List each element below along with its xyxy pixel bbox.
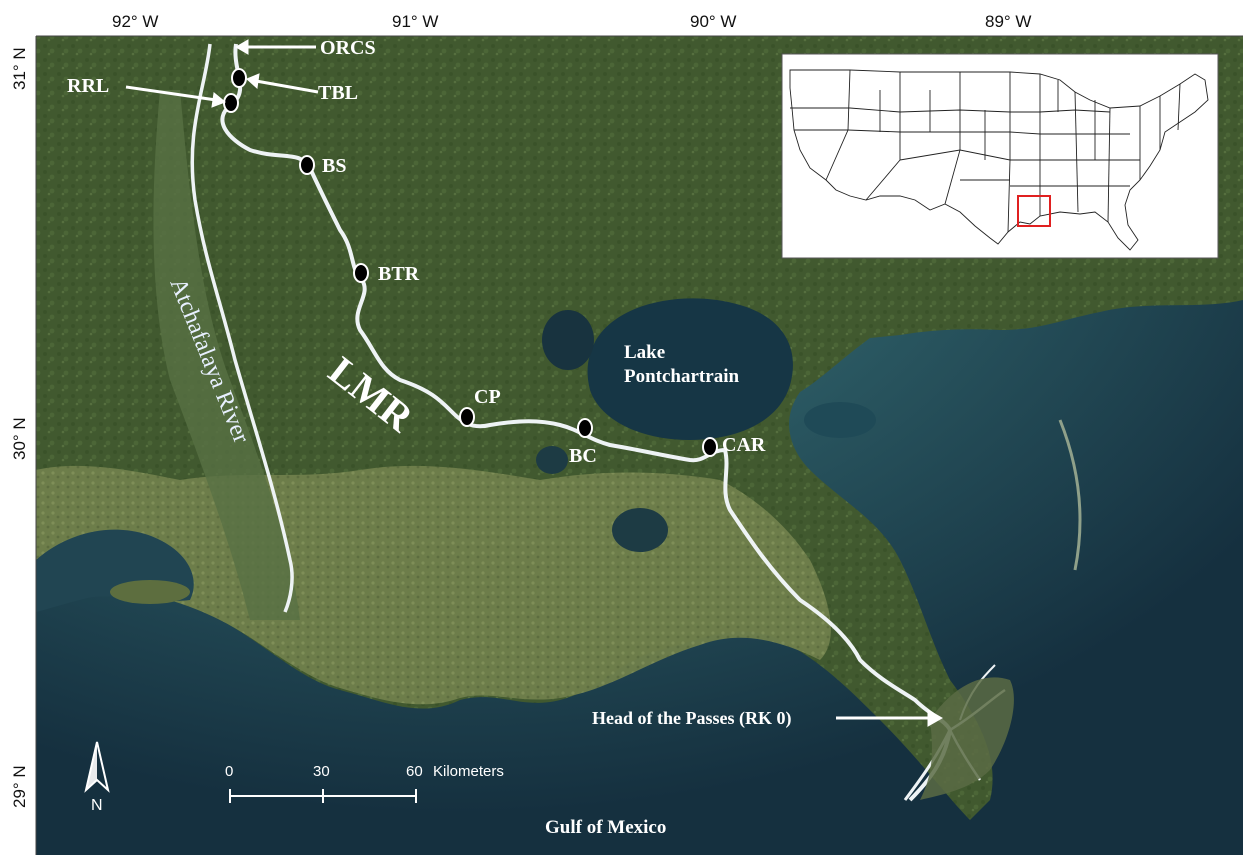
head-of-passes-label: Head of the Passes (RK 0): [592, 708, 791, 729]
mississippi-river: [220, 43, 952, 802]
usa-states-outline-icon: [789, 69, 1209, 251]
scale-unit: Kilometers: [433, 763, 504, 780]
lake-pontchartrain: [587, 298, 793, 440]
lake-label-line1: Lake: [624, 342, 665, 363]
lake-cataouatche: [536, 446, 568, 474]
arrowhead-icon: [211, 92, 226, 108]
site-label: ORCS: [320, 37, 376, 59]
marsh-island: [110, 580, 190, 604]
north-arrow-fill: [86, 742, 97, 790]
atchafalaya-basin: [153, 90, 300, 620]
scale-label: 30: [313, 763, 330, 780]
site-marker-bs: [299, 155, 315, 175]
site-label: CAR: [722, 434, 766, 456]
birds-foot-delta: [920, 677, 1014, 800]
site-label: BS: [322, 155, 346, 177]
site-markers: [223, 68, 718, 457]
site-marker-btr: [353, 263, 369, 283]
scale-label: 0: [225, 763, 233, 780]
graticule-left-labels: 31° N 30° N 29° N: [10, 47, 29, 808]
lon-label: 91° W: [392, 12, 438, 31]
arrowhead-icon: [246, 73, 260, 89]
arrow-tbl: [255, 79, 319, 94]
graticule-frame: [35, 35, 1243, 855]
lake-label-line2: Pontchartrain: [624, 366, 739, 387]
lake-borgne: [804, 402, 876, 438]
site-marker-rrl: [223, 93, 239, 113]
site-marker-car: [702, 437, 718, 457]
graticule-top-labels: 92° W 91° W 90° W 89° W: [112, 12, 1031, 31]
scale-bar: 0 30 60 Kilometers: [225, 763, 504, 803]
site-label: TBL: [318, 82, 358, 104]
site-marker-bc: [577, 418, 593, 438]
north-label: N: [91, 797, 103, 814]
arrowhead-icon: [927, 709, 944, 727]
lon-label: 90° W: [690, 12, 736, 31]
atchafalaya-river: [190, 43, 294, 613]
lake-salvador: [612, 508, 668, 552]
lake-maurepas: [542, 310, 594, 370]
site-marker-tbl: [231, 68, 247, 88]
site-marker-cp: [459, 407, 475, 427]
site-label: RRL: [67, 75, 109, 97]
lat-label: 30° N: [10, 417, 29, 460]
gulf-label: Gulf of Mexico: [545, 817, 666, 838]
study-area-highlight: [1017, 195, 1051, 227]
lon-label: 89° W: [985, 12, 1031, 31]
site-label: CP: [474, 386, 501, 408]
inset-frame: [781, 53, 1219, 259]
lat-label: 29° N: [10, 765, 29, 808]
north-arrow: N: [84, 741, 110, 814]
annotation-arrows: [125, 39, 944, 727]
site-labels: ORCS TBL RRL BS BTR CP BC CAR: [67, 37, 766, 467]
arrow-rrl: [125, 85, 217, 102]
lon-label: 92° W: [112, 12, 158, 31]
site-label: BTR: [378, 263, 420, 285]
scale-label: 60: [406, 763, 423, 780]
rivers: [190, 43, 1014, 802]
site-label: BC: [569, 445, 597, 467]
chandeleur-islands: [1058, 419, 1082, 571]
inset-map: [781, 53, 1219, 259]
arrowhead-icon: [235, 39, 249, 55]
lat-label: 31° N: [10, 47, 29, 90]
